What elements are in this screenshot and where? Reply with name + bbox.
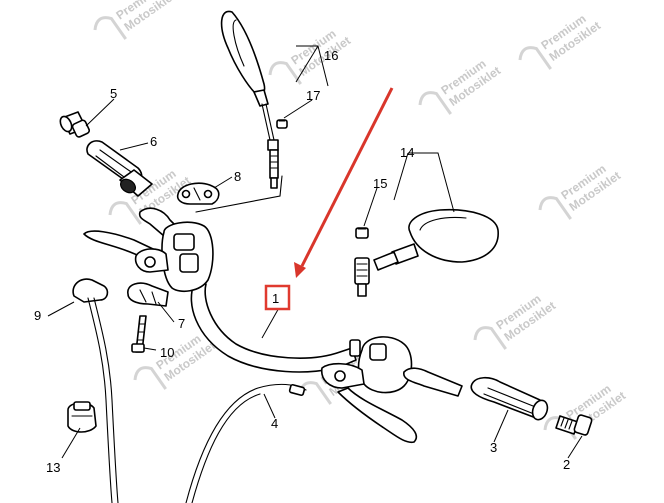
cable-9 [72, 278, 119, 503]
highlight-arrow [294, 87, 394, 278]
callout-3: 3 [490, 440, 497, 455]
clamp-8 [176, 182, 220, 205]
callout-17: 17 [306, 88, 320, 103]
right-switch-housing [320, 336, 418, 444]
bolt-10 [131, 315, 147, 353]
highlight-box-1: 1 [264, 284, 291, 311]
callout-5: 5 [110, 86, 117, 101]
holder-7 [127, 282, 169, 307]
callout-16: 16 [324, 48, 338, 63]
grip-end-5 [59, 111, 91, 138]
bolt-15 [355, 227, 369, 239]
callout-1: 1 [272, 291, 279, 306]
callout-4: 4 [271, 416, 278, 431]
throttle-grip-6 [86, 140, 153, 197]
callout-15: 15 [373, 176, 387, 191]
left-mirror [220, 10, 279, 189]
leader-lines [47, 45, 583, 459]
callout-8: 8 [234, 169, 241, 184]
clamp-13 [67, 401, 97, 433]
end-plug-2 [555, 414, 593, 436]
callout-7: 7 [178, 316, 185, 331]
bolt-17 [276, 119, 288, 129]
callout-9: 9 [34, 308, 41, 323]
right-mirror [354, 208, 499, 297]
callout-13: 13 [46, 460, 60, 475]
callout-10: 10 [160, 345, 174, 360]
left-switch-housing [83, 175, 283, 293]
right-grip-3 [403, 367, 549, 421]
callout-14: 14 [400, 145, 414, 160]
callout-2: 2 [563, 457, 570, 472]
throttle-cable-4 [185, 383, 307, 503]
callout-6: 6 [150, 134, 157, 149]
callout-labels: 5 6 8 16 17 14 15 9 7 10 13 4 3 2 [34, 48, 570, 475]
